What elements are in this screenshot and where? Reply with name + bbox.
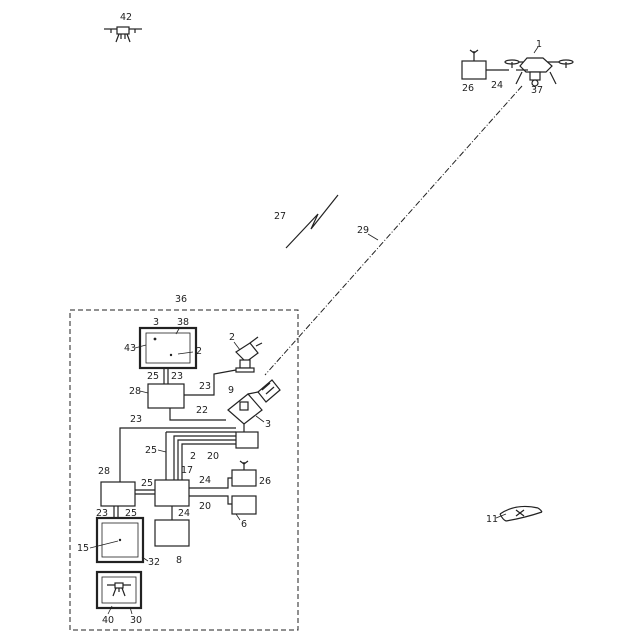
monitor-15 [97,518,143,562]
label-40: 40 [102,615,114,626]
monitor-top [140,328,196,368]
label-17: 17 [181,465,193,476]
label-24-lower: 24 [178,508,190,519]
label-23-wire: 23 [199,381,211,392]
main-drone-icon [505,58,573,86]
tracking-device-icon [228,380,280,448]
radio-link-zigzag [286,195,338,248]
box-8 [155,520,189,546]
label-23-left: 23 [130,414,142,425]
transmitter-box-top [462,50,486,79]
label-29: 29 [357,225,369,236]
label-3-tracker: 3 [265,419,271,430]
label-22: 22 [196,405,208,416]
label-2-camera: 2 [229,332,235,343]
label-25-link: 25 [141,478,153,489]
label-24-mid: 24 [199,475,211,486]
label-20-lower: 20 [199,501,211,512]
label-25-top: 25 [147,371,159,382]
label-2-monitor: 2 [196,346,202,357]
transmitter-box-lower [232,461,256,486]
label-6: 6 [241,519,247,530]
label-27: 27 [274,211,286,222]
camera-tripod-icon [236,337,262,372]
label-26-top: 26 [462,83,474,94]
box-28-lower [101,482,135,506]
drone-right-icon [500,506,542,521]
label-2-wire: 2 [190,451,196,462]
label-9: 9 [228,385,234,396]
optical-path-line [265,86,522,375]
label-3-top: 3 [153,317,159,328]
label-28-upper: 28 [129,386,141,397]
label-15: 15 [77,543,89,554]
label-28-lower: 28 [98,466,110,477]
drone-top-left-icon [104,27,142,42]
label-36: 36 [175,294,187,305]
box-17 [155,480,189,506]
label-8: 8 [176,555,182,566]
label-43: 43 [124,343,136,354]
label-23-top: 23 [171,371,183,382]
label-42: 42 [120,12,132,23]
box-6 [232,496,256,514]
label-37: 37 [531,85,543,96]
label-32: 32 [148,557,160,568]
label-1: 1 [536,39,542,50]
label-24-top: 24 [491,80,503,91]
label-20: 20 [207,451,219,462]
label-38: 38 [177,317,189,328]
label-25-mid: 25 [145,445,157,456]
label-30: 30 [130,615,142,626]
box-28-upper [148,384,184,408]
label-26-lower: 26 [259,476,271,487]
label-11: 11 [486,514,498,525]
